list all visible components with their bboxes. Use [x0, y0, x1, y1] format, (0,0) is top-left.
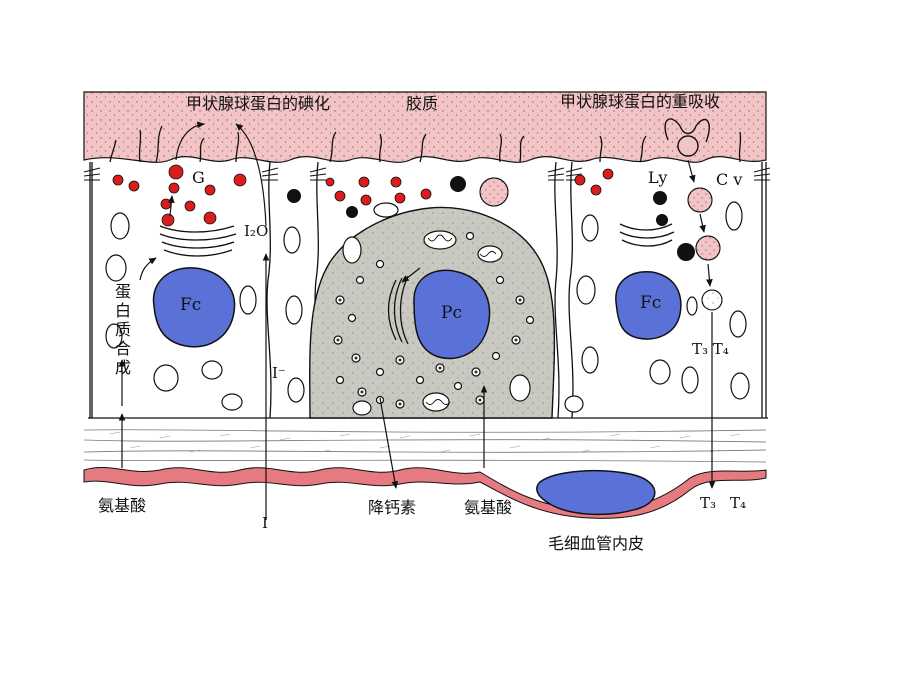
iodination-droplets: [112, 164, 614, 227]
lysosomes: [287, 176, 695, 261]
basement-hatch: [109, 431, 741, 453]
epithelium-layer: [88, 161, 768, 419]
label-iodination: 甲状腺球蛋白的碘化: [186, 94, 331, 113]
colloid-region: [83, 91, 767, 163]
label-colloid: 胶质: [406, 94, 439, 113]
nucleus-fc-right: Fc: [615, 271, 682, 340]
label-fc-right: Fc: [640, 293, 661, 313]
label-reabsorption: 甲状腺球蛋白的重吸收: [560, 92, 721, 111]
label-amino-acid-mid: 氨基酸: [464, 498, 513, 517]
label-pc: Pc: [441, 303, 462, 323]
golgi-right: [619, 223, 675, 247]
label-i2o: I₂O: [244, 222, 269, 240]
nucleus-pc: Pc: [413, 269, 491, 360]
label-t3-bottom: T₃: [700, 494, 717, 512]
organelles-left: [105, 202, 399, 411]
label-iodide-bottom: I: [262, 514, 268, 532]
label-protein-synthesis: 蛋白质合成: [114, 282, 131, 377]
label-amino-acid-left: 氨基酸: [98, 496, 147, 515]
pathway-arrows: [118, 121, 716, 520]
microvilli: [109, 125, 742, 163]
junctions: [83, 167, 771, 181]
capillary-endothelium-layer: [83, 467, 767, 519]
label-capillary-endothelium: 毛细血管内皮: [548, 534, 645, 553]
label-fc-left: Fc: [180, 295, 201, 315]
golgi-left: [159, 225, 237, 257]
label-calcitonin: 降钙素: [368, 498, 417, 517]
organelles-right: [564, 201, 750, 413]
label-colloid-vesicle: C v: [716, 170, 743, 189]
nucleus-fc-left: Fc: [152, 267, 236, 348]
basement-layer: [83, 429, 767, 463]
label-lysosome: Ly: [648, 168, 668, 187]
label-t3-t4-inside: T₃ T₄: [692, 340, 729, 358]
label-golgi: G: [192, 168, 205, 187]
label-t4-bottom: T₄: [730, 494, 747, 512]
colloid-vesicles: [479, 177, 723, 311]
label-iodide-mid: I⁻: [272, 364, 286, 382]
endocytosis-pit: [664, 118, 710, 157]
